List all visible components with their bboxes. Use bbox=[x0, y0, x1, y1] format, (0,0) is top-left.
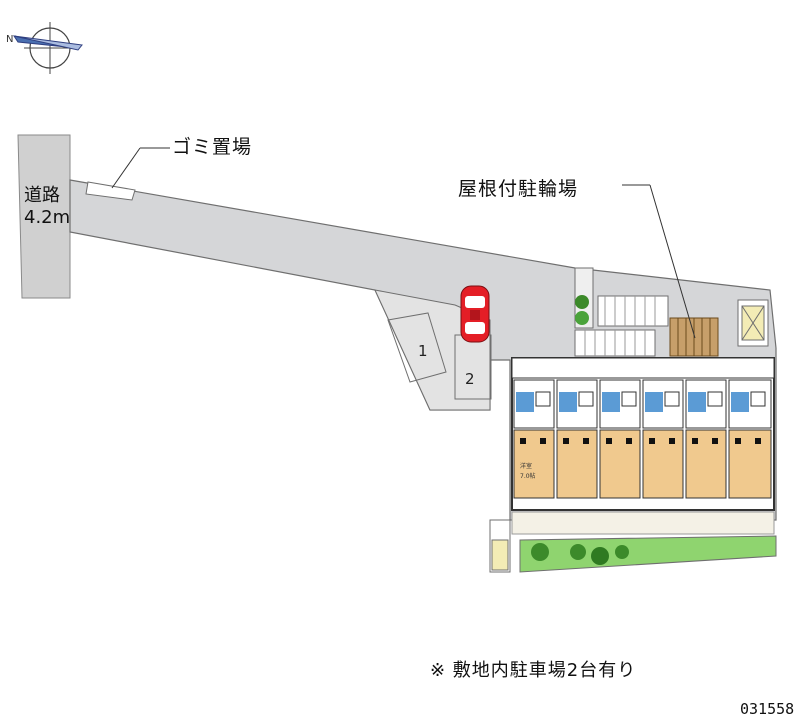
bicycle-parking-label: 屋根付駐輪場 bbox=[458, 178, 579, 200]
parking-note: ※ 敷地内駐車場2台有り bbox=[430, 660, 637, 681]
road-width-label: 4.2m bbox=[24, 207, 71, 228]
compass-north-label: N bbox=[6, 34, 13, 45]
road-name-label: 道路 bbox=[24, 185, 60, 206]
gravel-strip bbox=[511, 511, 775, 535]
unit-2 bbox=[556, 379, 598, 499]
garden bbox=[519, 535, 777, 573]
garbage-area bbox=[85, 181, 136, 201]
parking-space-2-label: 2 bbox=[465, 370, 475, 388]
car-icon bbox=[460, 285, 490, 343]
tree-icon bbox=[575, 295, 589, 325]
tree-icon bbox=[531, 543, 629, 565]
unit-room-label: 洋室 bbox=[520, 462, 532, 470]
unit-4 bbox=[642, 379, 684, 499]
property-code: 031558 bbox=[740, 700, 795, 718]
bicycle-parking bbox=[669, 317, 719, 357]
unit-6 bbox=[728, 379, 772, 499]
compass-icon: N bbox=[6, 22, 83, 74]
unit-5 bbox=[685, 379, 727, 499]
unit-area-label: 7.0帖 bbox=[520, 472, 536, 480]
unit-1: 洋室 7.0帖 bbox=[513, 379, 555, 499]
parking-space-1 bbox=[387, 312, 447, 383]
unit-3 bbox=[599, 379, 641, 499]
parking-space-1-label: 1 bbox=[418, 342, 428, 360]
road bbox=[17, 134, 71, 299]
garbage-area-label: ゴミ置場 bbox=[172, 136, 253, 158]
stairs bbox=[574, 295, 669, 357]
